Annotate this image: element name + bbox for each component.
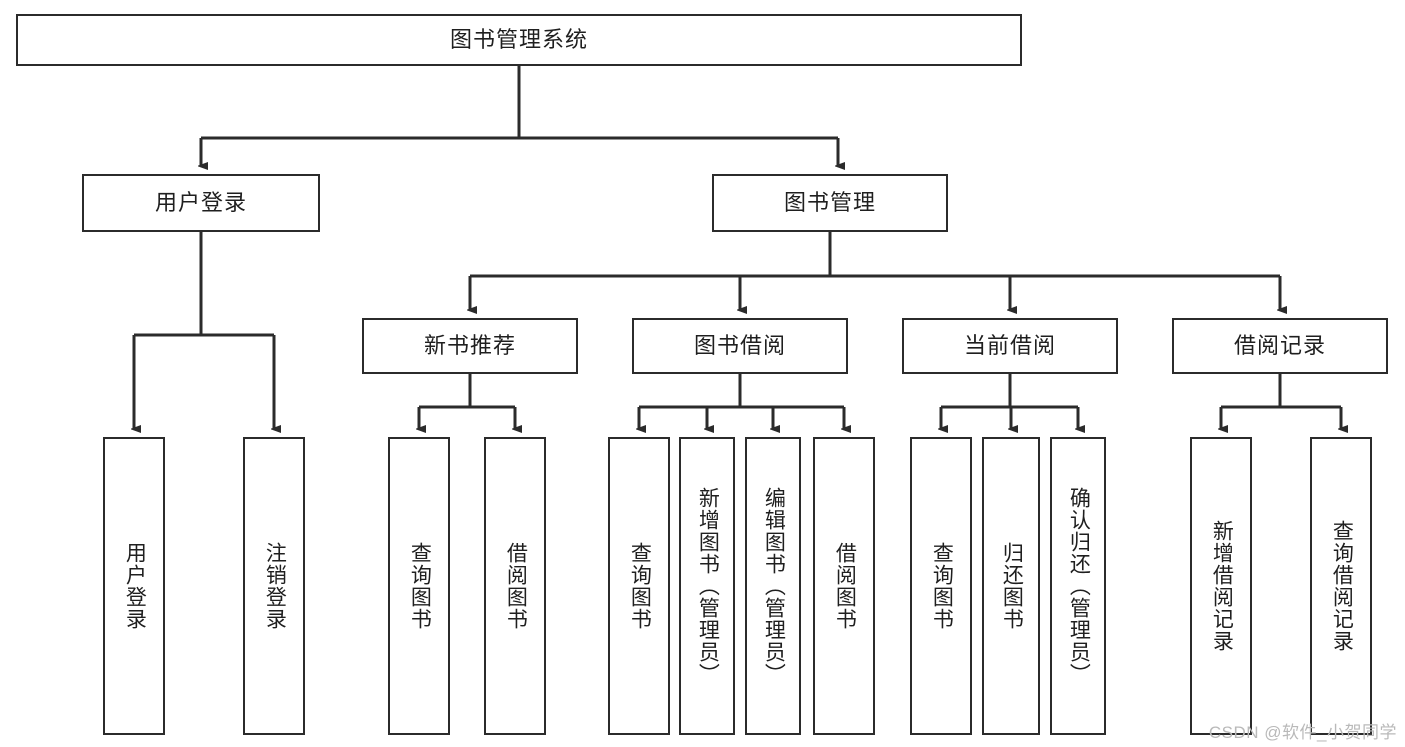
node-level3-current-borrow[interactable]: 当前借阅 (902, 318, 1118, 374)
node-leaf-query-books-current[interactable]: 查询图书 (910, 437, 972, 735)
node-leaf-user-login[interactable]: 用户登录 (103, 437, 165, 735)
node-level2-user-login[interactable]: 用户登录 (82, 174, 320, 232)
node-leaf-edit-book-admin[interactable]: 编辑图书（管理员） (745, 437, 801, 735)
node-leaf-return-books[interactable]: 归还图书 (982, 437, 1040, 735)
node-root[interactable]: 图书管理系统 (16, 14, 1022, 66)
node-leaf-query-books-borrow[interactable]: 查询图书 (608, 437, 670, 735)
watermark: CSDN @软件_小贺同学 (1208, 723, 1397, 742)
node-level2-book-management[interactable]: 图书管理 (712, 174, 948, 232)
node-leaf-add-borrow-record[interactable]: 新增借阅记录 (1190, 437, 1252, 735)
node-leaf-borrow-books-recommend[interactable]: 借阅图书 (484, 437, 546, 735)
node-leaf-query-books-recommend[interactable]: 查询图书 (388, 437, 450, 735)
node-leaf-logout[interactable]: 注销登录 (243, 437, 305, 735)
node-level3-new-book-recommend[interactable]: 新书推荐 (362, 318, 578, 374)
node-leaf-add-book-admin[interactable]: 新增图书（管理员） (679, 437, 735, 735)
node-leaf-borrow-books[interactable]: 借阅图书 (813, 437, 875, 735)
node-level3-book-borrow[interactable]: 图书借阅 (632, 318, 848, 374)
node-leaf-query-borrow-record[interactable]: 查询借阅记录 (1310, 437, 1372, 735)
node-leaf-confirm-return-admin[interactable]: 确认归还（管理员） (1050, 437, 1106, 735)
node-level3-borrow-record[interactable]: 借阅记录 (1172, 318, 1388, 374)
